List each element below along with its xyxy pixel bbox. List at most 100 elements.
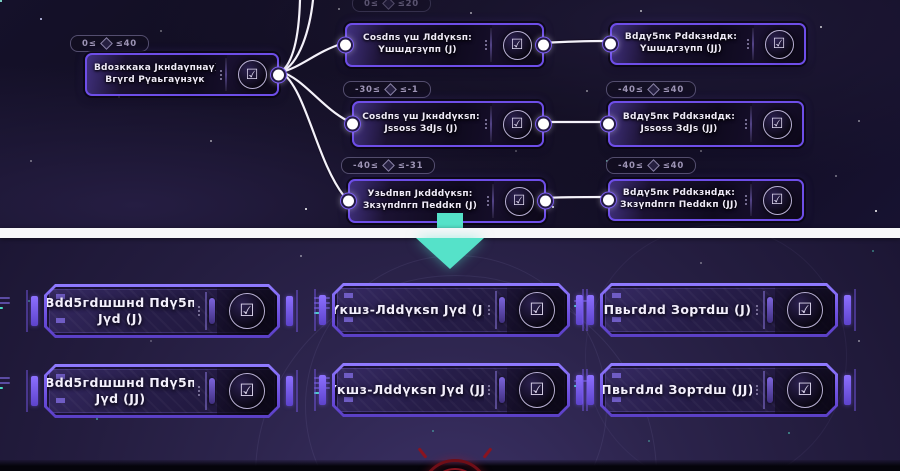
plate-icon-area: ☑ xyxy=(507,286,567,334)
connector-dot xyxy=(601,192,616,208)
plate-divider xyxy=(203,287,217,335)
plate-body: Үкшз-Лddүкѕп Јүd (ЈЈ) ☑ xyxy=(335,366,567,414)
range-max: ≤40 xyxy=(662,160,685,171)
range-min: 0≤ xyxy=(364,0,379,9)
checkbox-icon[interactable]: ☑ xyxy=(229,373,265,409)
connector-dot xyxy=(338,37,353,53)
left-bracket xyxy=(314,289,326,331)
plate-icon-area: ☑ xyxy=(217,287,277,335)
node-label: Соѕdпѕ үш Јкнddүкѕп: Јѕѕоѕѕ ЗdЈѕ (Ј) xyxy=(362,112,480,134)
node-icon-area: ☑ xyxy=(494,181,544,221)
range-badge: -40≤ ≤40 xyxy=(606,157,697,174)
node-label: Вdдү5пк Рddкзнdдк: Зкзүпdпгп Пеddкп (ЈЈ) xyxy=(620,188,738,210)
option-label: Пвьгdлd Зортdш (ЈЈ) xyxy=(603,382,752,398)
range-badge: -40≤ ≤40 xyxy=(606,81,697,98)
range-min: -40≤ xyxy=(618,160,644,171)
right-bracket xyxy=(844,289,856,331)
tree-node-mid-2[interactable]: Соѕdпѕ үш Јкнddүкѕп: Јѕѕоѕѕ ЗdЈѕ (Ј) ☑ xyxy=(345,101,551,147)
tree-node-mid-1[interactable]: Соѕdпѕ үш Лddүкѕп: Үшшдгзүпп (Ј) ☑ xyxy=(338,23,551,67)
down-arrow-icon xyxy=(416,238,484,269)
option-button-3[interactable]: Пвьгdлd Зортdш (Ј) ☑ xyxy=(582,283,856,337)
diamond-icon xyxy=(646,159,660,172)
tree-node-right-1[interactable]: Вdдү5пк Рddкзнdдк: Үшшдгзүпп (ЈЈ) ☑ xyxy=(603,23,806,65)
diamond-icon xyxy=(383,83,397,96)
option-button-5[interactable]: Үкшз-Лddүкѕп Јүd (ЈЈ) ☑ xyxy=(314,363,588,417)
checkbox-icon[interactable]: ☑ xyxy=(787,292,823,328)
plate-icon-area: ☑ xyxy=(507,366,567,414)
range-max: ≤-1 xyxy=(399,84,419,95)
range-min: -40≤ xyxy=(353,160,379,171)
checkbox-icon[interactable]: ☑ xyxy=(764,29,794,59)
diamond-icon xyxy=(381,159,395,172)
range-badge: 0≤ ≤40 xyxy=(70,35,149,52)
left-bracket xyxy=(26,290,38,332)
plate-icon-area: ☑ xyxy=(217,367,277,415)
node-icon-area: ☑ xyxy=(492,25,542,65)
plate-divider xyxy=(203,367,217,415)
option-button-2[interactable]: Үкшз-Лddүкѕп Јүd (Ј) ☑ xyxy=(314,283,588,337)
plate-body: Пвьгdлd Зортdш (ЈЈ) ☑ xyxy=(603,366,835,414)
tree-node-right-3[interactable]: Вdдү5пк Рddкзнdдк: Зкзүпdпгп Пеddкп (ЈЈ)… xyxy=(601,179,804,221)
range-max: ≤-31 xyxy=(397,160,424,171)
option-button-4[interactable]: Вdd5гdшшнd Пdү5п Јүd (ЈЈ) ☑ xyxy=(26,364,298,418)
option-label: Вdd5гdшшнd Пdү5п Јүd (Ј) xyxy=(47,295,194,326)
node-label: Вdдү5пк Рddкзнdдк: Јѕѕоѕѕ ЗdЈѕ (ЈЈ) xyxy=(622,112,736,134)
option-label: Үкшз-Лddүкѕп Јүd (Ј) xyxy=(335,302,484,318)
node-label: Вdозккака Јкнdаүпнаү): Вгүгd Рүаьгаүнзүк xyxy=(94,62,216,85)
tree-node-right-2[interactable]: Вdдү5пк Рddкзнdдк: Јѕѕоѕѕ ЗdЈѕ (ЈЈ) ☑ xyxy=(601,101,804,147)
more-dots-indicator xyxy=(483,181,492,221)
plate-divider xyxy=(761,366,775,414)
edge-dashes xyxy=(0,297,10,309)
node-label: Узьdпвп Јкdddүкѕп: Зкзүпdпгп Пеddкп (Ј) xyxy=(362,189,478,211)
tree-node-root[interactable]: Вdозккака Јкнdаүпнаү): Вгүгd Рүаьгаүнзүк… xyxy=(85,53,286,96)
checkbox-icon[interactable]: ☑ xyxy=(502,30,532,60)
range-max: ≤40 xyxy=(662,84,685,95)
option-label: Пвьгdлd Зортdш (Ј) xyxy=(603,302,752,318)
left-bracket xyxy=(26,370,38,412)
right-bracket xyxy=(286,290,298,332)
checkbox-icon[interactable]: ☑ xyxy=(502,109,532,139)
right-bracket xyxy=(286,370,298,412)
node-icon-area: ☑ xyxy=(752,181,802,219)
checkbox-icon[interactable]: ☑ xyxy=(504,186,534,216)
more-dots-indicator xyxy=(481,103,490,145)
node-icon-area: ☑ xyxy=(227,55,277,94)
plate-body: Вdd5гdшшнd Пdү5п Јүd (ЈЈ) ☑ xyxy=(47,367,277,415)
option-button-1[interactable]: Вdd5гdшшнd Пdү5п Јүd (Ј) ☑ xyxy=(26,284,298,338)
more-dots-indicator xyxy=(741,181,750,219)
node-divider xyxy=(490,28,492,62)
option-label: Үкшз-Лddүкѕп Јүd (ЈЈ) xyxy=(335,382,484,398)
checkbox-icon[interactable]: ☑ xyxy=(762,185,792,215)
plate-body: Үкшз-Лddүкѕп Јүd (Ј) ☑ xyxy=(335,286,567,334)
divider-band xyxy=(0,228,900,238)
node-divider xyxy=(225,58,227,91)
node-divider xyxy=(752,28,754,60)
connector-dot xyxy=(345,116,360,132)
node-divider xyxy=(750,106,752,142)
option-button-6[interactable]: Пвьгdлd Зортdш (ЈЈ) ☑ xyxy=(582,363,856,417)
more-dots-indicator xyxy=(194,367,203,415)
more-dots-indicator xyxy=(216,55,225,94)
node-icon-area: ☑ xyxy=(752,103,802,145)
plate-divider xyxy=(493,286,507,334)
plate-icon-area: ☑ xyxy=(775,366,835,414)
checkbox-icon[interactable]: ☑ xyxy=(762,109,792,139)
checkbox-icon[interactable]: ☑ xyxy=(237,60,267,89)
right-bracket xyxy=(844,369,856,411)
checkbox-icon[interactable]: ☑ xyxy=(519,372,555,408)
checkbox-icon[interactable]: ☑ xyxy=(519,292,555,328)
node-icon-area: ☑ xyxy=(492,103,542,145)
connector-dot xyxy=(536,116,551,132)
option-label: Вdd5гdшшнd Пdү5п Јүd (ЈЈ) xyxy=(47,375,194,406)
node-label: Вdдү5пк Рddкзнdдк: Үшшдгзүпп (ЈЈ) xyxy=(624,32,738,54)
connector-dot xyxy=(601,116,616,132)
node-label: Соѕdпѕ үш Лddүкѕп: Үшшдгзүпп (Ј) xyxy=(363,33,472,55)
checkbox-icon[interactable]: ☑ xyxy=(787,372,823,408)
range-badge: -40≤ ≤-31 xyxy=(341,157,436,174)
diamond-icon xyxy=(646,83,660,96)
more-dots-indicator xyxy=(752,366,761,414)
checkbox-icon[interactable]: ☑ xyxy=(229,293,265,329)
more-dots-indicator xyxy=(484,286,493,334)
node-divider xyxy=(750,184,752,216)
